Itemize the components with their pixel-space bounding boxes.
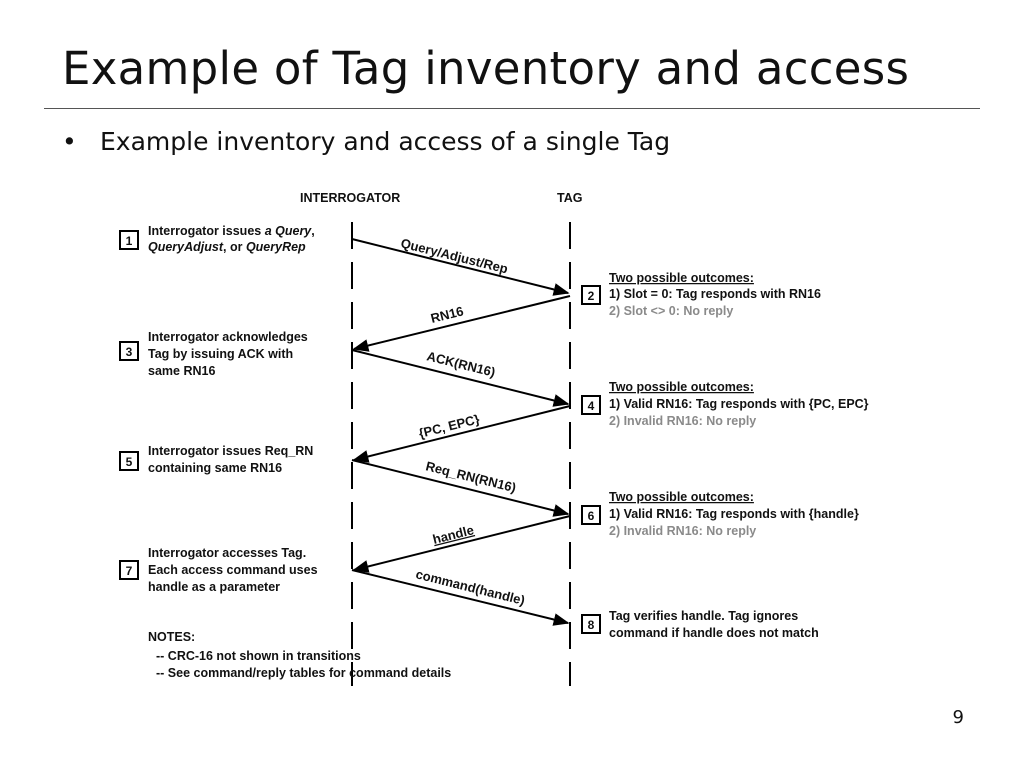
step-outcome-no-reply: 2) Invalid RN16: No reply [609,414,756,428]
step-number: 3 [126,345,133,359]
step-outcome: 1) Slot = 0: Tag responds with RN16 [609,287,821,301]
message-arrow-pc-epc [352,405,571,463]
interrogator-header: INTERROGATOR [300,191,400,205]
tag-header: TAG [557,191,582,205]
step-5: 5 Interrogator issues Req_RN containing … [119,444,313,475]
notes: NOTES: -- CRC-16 not shown in transition… [148,630,451,680]
step-number: 8 [588,618,595,632]
step-number-box [581,285,601,305]
title-divider [44,108,980,109]
step-number-box [119,341,139,361]
step-7: 7 Interrogator accesses Tag. Each access… [119,546,318,594]
step-6: 6 Two possible outcomes: 1) Valid RN16: … [581,490,859,538]
message-label-ack: ACK(RN16) [425,348,497,380]
step-description: same RN16 [148,364,215,378]
step-number-box [119,230,139,250]
step-number: 2 [588,289,595,303]
message-arrow-handle [352,515,571,573]
message-arrow-ack [351,349,570,407]
step-description: Interrogator acknowledges [148,330,308,344]
step-1: 1 Interrogator issues a Query,QueryAdjus… [119,224,315,254]
step-3: 3 Interrogator acknowledges Tag by issui… [119,330,308,378]
step-number: 7 [126,564,133,578]
step-description: Interrogator accesses Tag. [148,546,306,560]
message-arrow-query [351,238,570,296]
step-heading: Two possible outcomes: [609,490,754,504]
step-8: 8 Tag verifies handle. Tag ignores comma… [581,609,819,640]
step-number-box [581,395,601,415]
notes-item: -- See command/reply tables for command … [156,666,451,680]
step-description: Interrogator issues Req_RN [148,444,313,458]
notes-heading: NOTES: [148,630,195,644]
notes-item: -- CRC-16 not shown in transitions [156,649,361,663]
slide-title: Example of Tag inventory and access [62,42,910,95]
step-number: 5 [126,455,133,469]
step-description: Tag verifies handle. Tag ignores [609,609,798,623]
step-4: 4 Two possible outcomes: 1) Valid RN16: … [581,380,869,428]
step-outcome-no-reply: 2) Invalid RN16: No reply [609,524,756,538]
message-arrow-req-rn [351,459,570,517]
step-description: command if handle does not match [609,626,819,640]
message-arrow-command [351,569,570,626]
step-heading: Two possible outcomes: [609,380,754,394]
bullet-text: Example inventory and access of a single… [100,127,671,156]
step-description: Each access command uses [148,563,318,577]
step-heading: Two possible outcomes: [609,271,754,285]
step-outcome: 1) Valid RN16: Tag responds with {handle… [609,507,859,521]
bullet-item: • Example inventory and access of a singl… [62,127,670,156]
message-label-command: command(handle) [414,566,526,608]
step-number: 4 [588,399,595,413]
step-description: handle as a parameter [148,580,280,594]
step-outcome-no-reply: 2) Slot <> 0: No reply [609,304,733,318]
step-number: 6 [588,509,595,523]
step-number: 1 [126,234,133,248]
step-description: containing same RN16 [148,461,282,475]
step-number-box [581,614,601,634]
step-number-box [119,560,139,580]
step-2: 2 Two possible outcomes: 1) Slot = 0: Ta… [581,271,821,318]
message-arrow-rn16 [352,295,571,352]
page-number: 9 [952,707,964,728]
step-outcome: 1) Valid RN16: Tag responds with {PC, EP… [609,397,869,411]
step-description: Interrogator issues a Query,QueryAdjust,… [148,224,315,254]
step-number-box [119,451,139,471]
step-description: Tag by issuing ACK with [148,347,293,361]
message-label-handle: handle [431,522,475,547]
bullet-dot-icon: • [62,127,77,156]
step-number-box [581,505,601,525]
